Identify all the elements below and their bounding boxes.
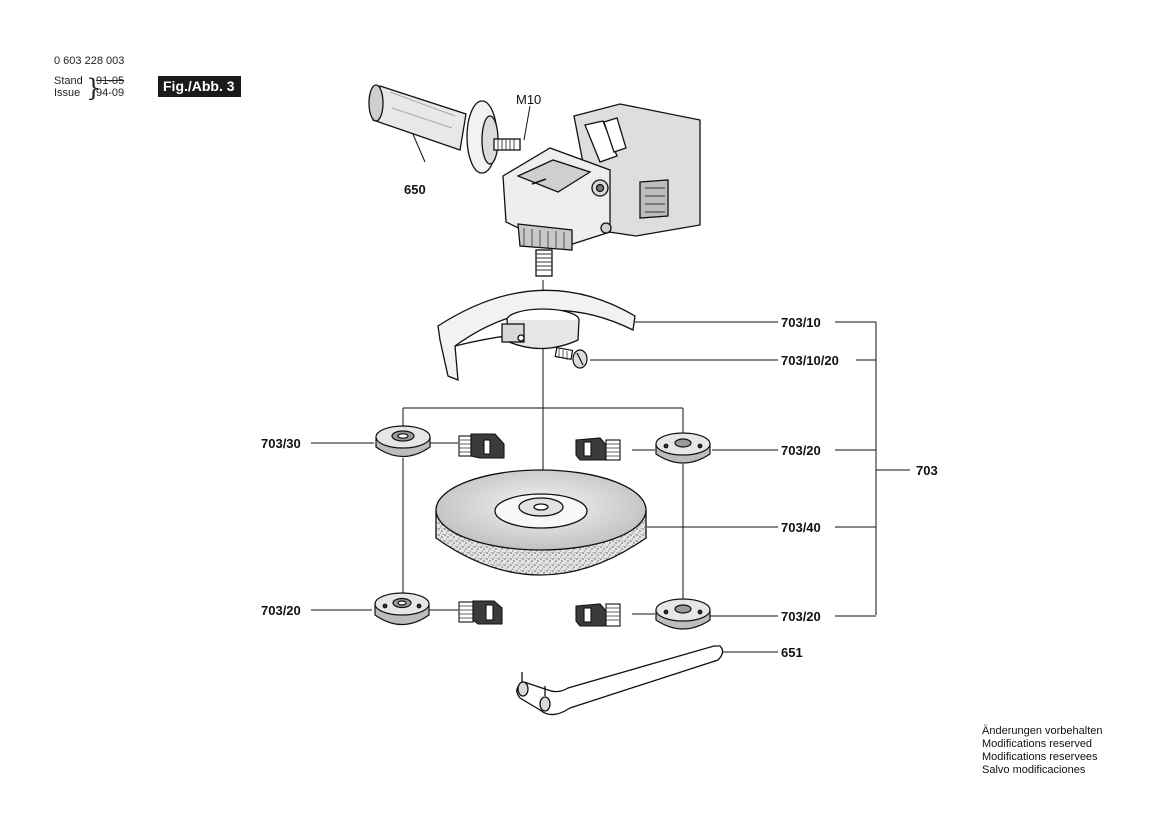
flange-703-20-top — [655, 432, 711, 464]
callout-handle: 650 — [404, 182, 426, 197]
flange-703-20-bottom-right — [655, 598, 711, 630]
note-line-en: Modifications reserved — [982, 738, 1093, 750]
callout-flange-right-top: 703/20 — [781, 443, 821, 458]
figure-label: Fig./Abb. 3 — [158, 76, 241, 97]
flange-profile-top-left — [458, 433, 505, 459]
revision-label-stand: Stand — [54, 75, 83, 87]
flange-703-20-bottom-left — [374, 592, 430, 626]
grinding-wheel — [435, 469, 647, 576]
grinder-head — [502, 103, 701, 277]
guard-clamp-screw — [554, 346, 588, 369]
modifications-note: Änderungen vorbehalten Modifications res… — [982, 725, 1102, 777]
revision-value-stand: 91-05 — [96, 75, 125, 87]
flange-profile-bottom-left — [458, 600, 503, 625]
note-line-de: Änderungen vorbehalten — [982, 725, 1103, 737]
callout-wheel: 703/40 — [781, 520, 821, 535]
flange-profile-top-right — [575, 437, 621, 461]
leader-lines — [311, 131, 910, 653]
callout-guard: 703/10 — [781, 315, 821, 330]
wheel-guard — [437, 289, 636, 381]
brace-glyph: } — [86, 74, 102, 102]
revision-label-issue: Issue — [54, 87, 81, 99]
flange-profile-bottom-right — [575, 603, 621, 627]
callout-spanner: 651 — [781, 645, 803, 660]
flange-703-30 — [375, 425, 431, 458]
callout-flange-right-bottom: 703/20 — [781, 609, 821, 624]
callout-guard-screw: 703/10/20 — [781, 353, 839, 368]
note-line-fr: Modifications reservees — [982, 751, 1098, 763]
thread-leader — [523, 105, 531, 141]
side-handle — [368, 84, 521, 174]
note-line-es: Salvo modificaciones — [982, 764, 1086, 776]
revision-value-issue: 94-09 — [96, 87, 125, 99]
callout-flange-left-bottom: 703/20 — [261, 603, 301, 618]
callout-flange-left-top: 703/30 — [261, 436, 301, 451]
revision-block: Stand Issue } 91-05 94-09 — [54, 75, 144, 105]
two-pin-spanner — [516, 645, 724, 716]
thread-size-label: M10 — [516, 92, 542, 107]
document-number: 0 603 228 003 — [54, 55, 125, 67]
callout-assembly: 703 — [916, 463, 938, 478]
